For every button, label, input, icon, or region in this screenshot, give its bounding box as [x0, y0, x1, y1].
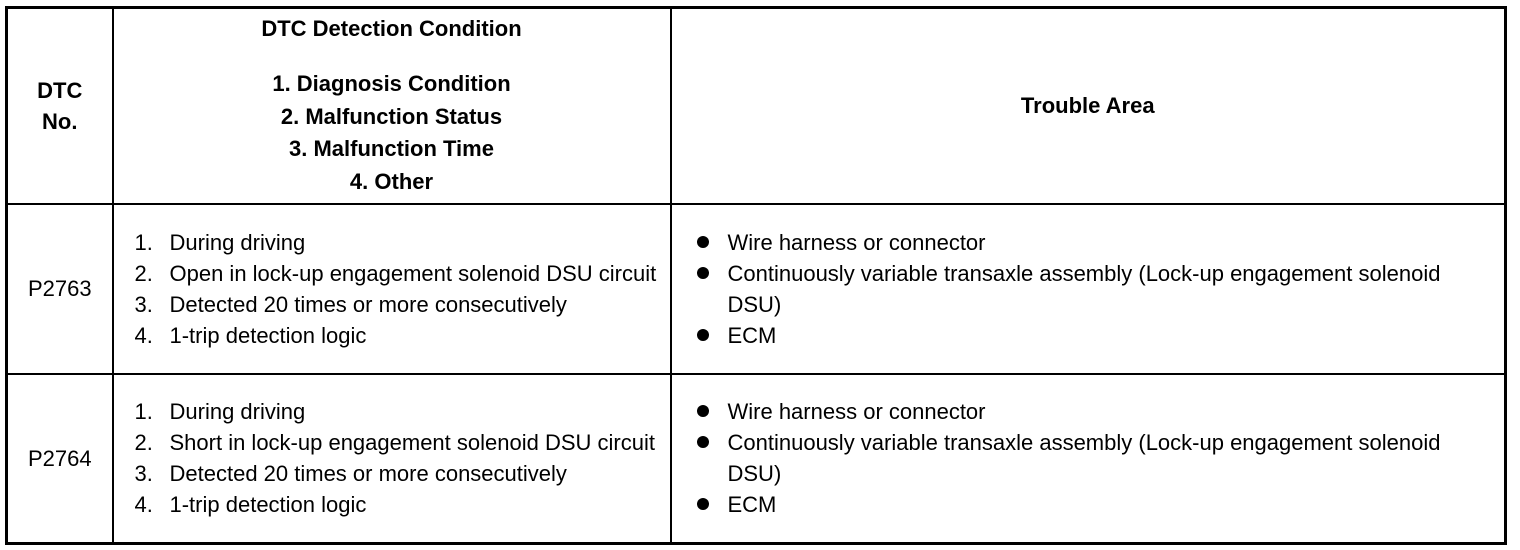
trouble-area-text: Continuously variable transaxle assembly… — [727, 430, 1441, 487]
bullet-icon — [696, 427, 728, 489]
list-item: Wire harness or connector — [696, 396, 1493, 427]
trouble-area-text: Wire harness or connector — [727, 229, 986, 255]
header-dtc-no-line2: No. — [42, 108, 78, 134]
condition-text: 1-trip detection logic — [169, 322, 367, 348]
table-row: P2764 1. During driving 2. Short in lock-u… — [5, 372, 1507, 545]
condition-text: Detected 20 times or more consecutively — [169, 461, 567, 487]
bullet-icon — [696, 489, 728, 520]
condition-number: 1. — [134, 399, 153, 425]
condition-text: During driving — [169, 399, 306, 425]
list-item: 2. Short in lock-up engagement solenoid D… — [135, 427, 662, 458]
header-condition-item: 4. Other — [349, 168, 434, 194]
header-condition-title: DTC Detection Condition — [261, 16, 522, 42]
header-condition-item: 3. Malfunction Time — [289, 136, 494, 162]
header-row: DTC No. DTC Detection Condition 1. Diagn… — [5, 6, 1507, 205]
trouble-area-text: ECM — [727, 322, 777, 348]
header-condition-item: 1. Diagnosis Condition — [272, 71, 511, 97]
trouble-area-text: Continuously variable transaxle assembly… — [727, 260, 1441, 317]
condition-text: During driving — [169, 229, 306, 255]
trouble-area-list: Wire harness or connector Continuously v… — [696, 396, 1493, 520]
trouble-area-list: Wire harness or connector Continuously v… — [696, 227, 1493, 351]
trouble-area-cell: Wire harness or connector Continuously v… — [669, 202, 1507, 375]
list-item: Wire harness or connector — [696, 227, 1493, 258]
condition-list: 1. During driving 2. Short in lock-up enga… — [135, 396, 662, 520]
list-item: 2. Open in lock-up engagement solenoid DS… — [135, 258, 662, 289]
bullet-icon — [696, 320, 728, 351]
condition-number: 2. — [134, 260, 153, 286]
list-item: 3. Detected 20 times or more consecutivel… — [135, 458, 662, 489]
dtc-table: DTC No. DTC Detection Condition 1. Diagn… — [5, 6, 1507, 545]
trouble-area-cell: Wire harness or connector Continuously v… — [669, 372, 1507, 545]
condition-text: Detected 20 times or more consecutively — [169, 291, 567, 317]
dtc-code: P2763 — [5, 202, 114, 375]
bullet-icon — [696, 396, 728, 427]
list-item: 1. During driving — [135, 227, 662, 258]
list-item: 1. During driving — [135, 396, 662, 427]
trouble-area-text: ECM — [727, 492, 777, 518]
header-trouble-area: Trouble Area — [669, 6, 1507, 205]
bullet-icon — [696, 227, 728, 258]
condition-text: 1-trip detection logic — [169, 492, 367, 518]
condition-number: 3. — [134, 291, 153, 317]
dtc-code: P2764 — [5, 372, 114, 545]
condition-number: 2. — [134, 430, 153, 456]
table-row: P2763 1. During driving 2. Open in lock-up… — [5, 202, 1507, 375]
condition-number: 4. — [134, 322, 153, 348]
bullet-icon — [696, 258, 728, 320]
header-detection-condition: DTC Detection Condition 1. Diagnosis Con… — [111, 6, 672, 205]
list-item: 4. 1-trip detection logic — [135, 320, 662, 351]
condition-text: Short in lock-up engagement solenoid DSU… — [169, 430, 655, 456]
condition-number: 1. — [134, 229, 153, 255]
condition-number: 3. — [134, 461, 153, 487]
detection-condition-cell: 1. During driving 2. Short in lock-up enga… — [111, 372, 672, 545]
list-item: Continuously variable transaxle assembly… — [696, 427, 1493, 489]
condition-number: 4. — [134, 492, 153, 518]
list-item: 4. 1-trip detection logic — [135, 489, 662, 520]
trouble-area-text: Wire harness or connector — [727, 399, 986, 425]
condition-list: 1. During driving 2. Open in lock-up engag… — [135, 227, 662, 351]
list-item: ECM — [696, 489, 1493, 520]
list-item: Continuously variable transaxle assembly… — [696, 258, 1493, 320]
list-item: 3. Detected 20 times or more consecutivel… — [135, 289, 662, 320]
header-dtc-no-line1: DTC — [37, 77, 83, 103]
header-condition-item: 2. Malfunction Status — [280, 103, 503, 129]
detection-condition-cell: 1. During driving 2. Open in lock-up engag… — [111, 202, 672, 375]
condition-text: Open in lock-up engagement solenoid DSU … — [169, 260, 657, 286]
header-dtc-no: DTC No. — [5, 6, 114, 205]
list-item: ECM — [696, 320, 1493, 351]
